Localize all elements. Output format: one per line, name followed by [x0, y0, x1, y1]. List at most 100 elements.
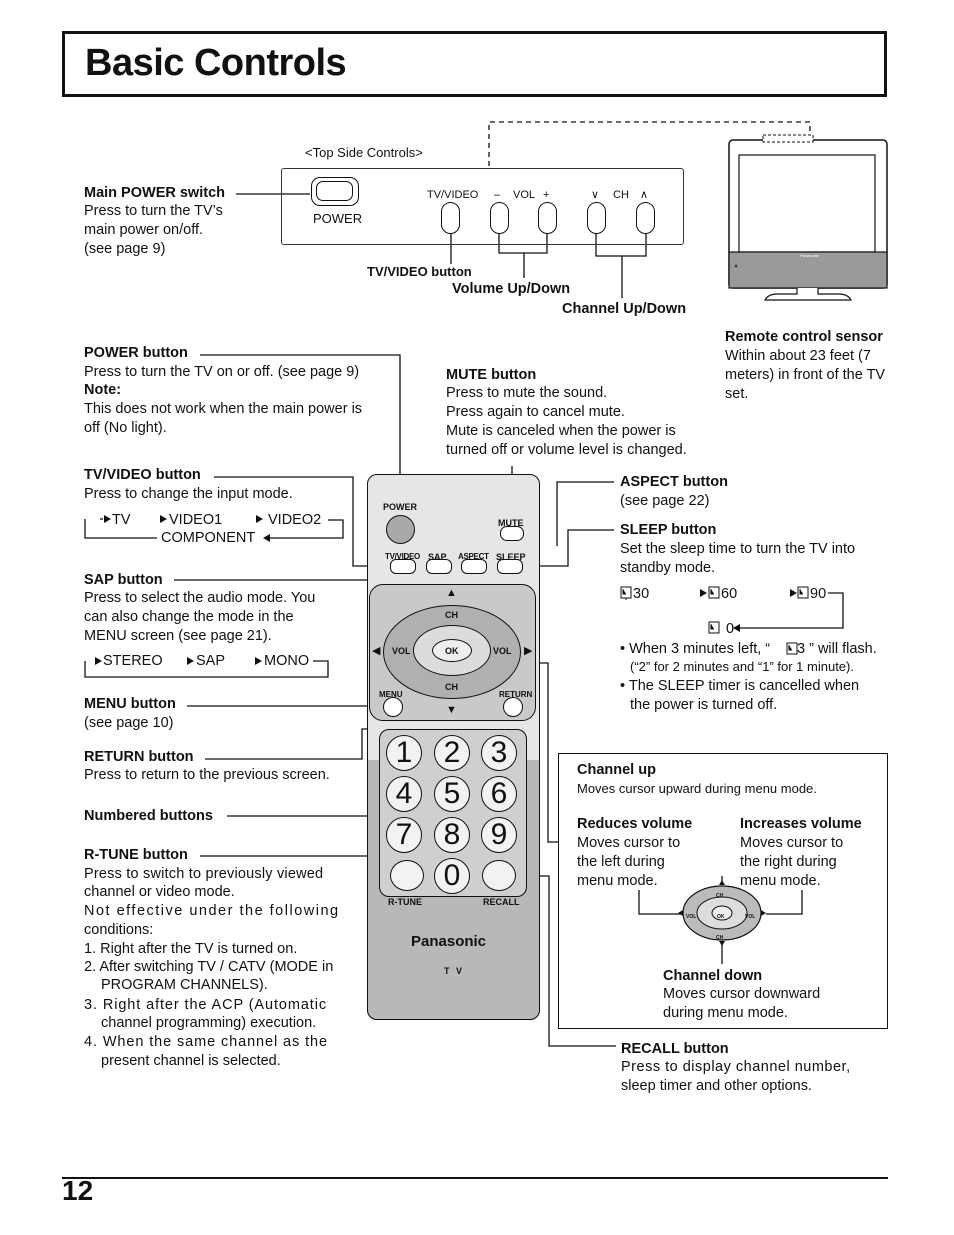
- tvvideo-button-heading: TV/VIDEO button: [84, 467, 201, 483]
- remote-vol-up-label[interactable]: VOL: [493, 646, 512, 656]
- menu-button-line: (see page 10): [84, 715, 174, 731]
- main-power-line: (see page 9): [84, 241, 166, 257]
- menu-mode-inset: [558, 753, 888, 1029]
- inset-vol-down-heading: Reduces volume: [577, 816, 693, 832]
- sleep-bullet: (“2” for 2 minutes and “1” for 1 minute)…: [630, 659, 854, 674]
- callout-tvvideo: TV/VIDEO button: [367, 264, 472, 279]
- remote-sensor-line: set.: [725, 386, 749, 402]
- remote-digit-4[interactable]: 4: [386, 776, 422, 812]
- remote-model: T V: [444, 966, 465, 976]
- power-button-line: off (No light).: [84, 420, 167, 436]
- inset-vol-up-line: Moves cursor to: [740, 835, 844, 851]
- remote-tvvideo-button[interactable]: [390, 559, 416, 574]
- tvvideo-cycle-item: VIDEO1: [169, 512, 223, 528]
- remote-recall-button[interactable]: [482, 860, 516, 891]
- aspect-button-heading: ASPECT button: [620, 474, 728, 490]
- main-power-switch[interactable]: [311, 177, 359, 206]
- remote-sap-button[interactable]: [426, 559, 452, 574]
- rtune-item: PROGRAM CHANNELS).: [101, 977, 268, 993]
- remote-menu-button[interactable]: [383, 697, 403, 717]
- sleep-cycle-item: 0: [726, 621, 735, 637]
- numbered-buttons-heading: Numbered buttons: [84, 808, 213, 824]
- mute-button-heading: MUTE button: [446, 367, 537, 383]
- aspect-button-line: (see page 22): [620, 493, 710, 509]
- remote-digit-7[interactable]: 7: [386, 817, 422, 853]
- remote-down-arrow-icon: ▼: [446, 704, 457, 716]
- remote-sensor-heading: Remote control sensor: [725, 329, 883, 345]
- remote-mute-button[interactable]: [500, 526, 524, 541]
- rtune-item: 2. After switching TV / CATV (MODE in: [84, 959, 334, 975]
- rtune-line: Not effective under the following: [84, 903, 340, 919]
- power-button-heading: POWER button: [84, 345, 188, 361]
- remote-digit-9[interactable]: 9: [481, 817, 517, 853]
- remote-digit-2[interactable]: 2: [434, 735, 470, 771]
- footer-rule: [62, 1177, 888, 1179]
- remote-sleep-button[interactable]: [497, 559, 523, 574]
- rtune-item: channel programming) execution.: [101, 1015, 317, 1031]
- remote-digit-3[interactable]: 3: [481, 735, 517, 771]
- remote-digit-0[interactable]: 0: [434, 858, 470, 894]
- page-number: 12: [62, 1175, 94, 1206]
- mute-button-line: Press to mute the sound.: [446, 385, 608, 401]
- remote-digit-5[interactable]: 5: [434, 776, 470, 812]
- top-ch-down-button[interactable]: [587, 202, 606, 234]
- sleep-bullet: the power is turned off.: [630, 697, 778, 713]
- remote-recall-label: RECALL: [483, 897, 520, 907]
- top-ch-up: ∧: [640, 189, 649, 201]
- sleep-cycle-item: 30: [633, 586, 650, 602]
- return-button-line: Press to return to the previous screen.: [84, 767, 330, 783]
- inset-vol-down-line: menu mode.: [577, 873, 658, 889]
- inset-ch-down-line: Moves cursor downward: [663, 986, 821, 1002]
- remote-return-button[interactable]: [503, 697, 523, 717]
- remote-sensor-line: meters) in front of the TV: [725, 367, 886, 383]
- remote-sap-label: SAP: [428, 552, 447, 562]
- main-power-line: Press to turn the TV’s: [84, 203, 223, 219]
- remote-ch-down-label[interactable]: CH: [445, 682, 458, 692]
- remote-digit-8[interactable]: 8: [434, 817, 470, 853]
- inset-ch-up-label: CH: [716, 893, 724, 899]
- recall-line: Press to display channel number,: [621, 1059, 851, 1075]
- remote-vol-down-label[interactable]: VOL: [392, 646, 411, 656]
- menu-button-heading: MENU button: [84, 696, 176, 712]
- top-ch-down: ∨: [591, 189, 600, 201]
- remote-aspect-button[interactable]: [461, 559, 487, 574]
- rtune-button-heading: R-TUNE button: [84, 847, 188, 863]
- mute-button-line: Press again to cancel mute.: [446, 404, 625, 420]
- top-ch-up-button[interactable]: [636, 202, 655, 234]
- remote-ok-button[interactable]: [432, 639, 472, 662]
- main-power-heading: Main POWER switch: [84, 185, 225, 201]
- remote-menu-label: MENU: [379, 690, 403, 699]
- sap-button-line: Press to select the audio mode. You: [84, 590, 316, 606]
- top-tvvideo-button[interactable]: [441, 202, 460, 234]
- remote-ch-up-label[interactable]: CH: [445, 610, 458, 620]
- inset-vol-down-line: the left during: [577, 854, 665, 870]
- sleep-bullet: 3 ” will flash.: [797, 641, 877, 657]
- tvvideo-cycle-item: COMPONENT: [161, 530, 256, 546]
- sap-button-line: MENU screen (see page 21).: [84, 628, 272, 644]
- inset-ch-down-heading: Channel down: [663, 968, 763, 984]
- page-title: Basic Controls: [85, 42, 347, 84]
- main-power-line: main power on/off.: [84, 222, 204, 238]
- sap-cycle-item: STEREO: [103, 653, 163, 669]
- rtune-line: channel or video mode.: [84, 884, 235, 900]
- top-vol-up-button[interactable]: [538, 202, 557, 234]
- remote-return-label: RETURN: [499, 690, 533, 699]
- top-vol-down-button[interactable]: [490, 202, 509, 234]
- remote-power-button[interactable]: [386, 515, 415, 544]
- remote-digit-1[interactable]: 1: [386, 735, 422, 771]
- remote-brand: Panasonic: [411, 933, 487, 950]
- remote-left-arrow-icon: ◀: [372, 645, 381, 657]
- tvvideo-cycle-item: VIDEO2: [268, 512, 322, 528]
- remote-rtune-button[interactable]: [390, 860, 424, 891]
- tvvideo-cycle-item: TV: [112, 512, 131, 528]
- inset-ch-down-line: during menu mode.: [663, 1005, 788, 1021]
- top-panel-caption: <Top Side Controls>: [305, 145, 423, 160]
- remote-digit-6[interactable]: 6: [481, 776, 517, 812]
- sleep-bullet: • The SLEEP timer is cancelled when: [620, 678, 860, 694]
- top-power-label: POWER: [313, 211, 363, 226]
- inset-vol-down-line: Moves cursor to: [577, 835, 681, 851]
- sleep-bullet: • When 3 minutes left, “: [620, 641, 771, 657]
- sleep-button-line: standby mode.: [620, 560, 716, 576]
- rtune-line: conditions:: [84, 922, 154, 938]
- remote-tvvideo-label: TV/VIDEO: [385, 552, 420, 561]
